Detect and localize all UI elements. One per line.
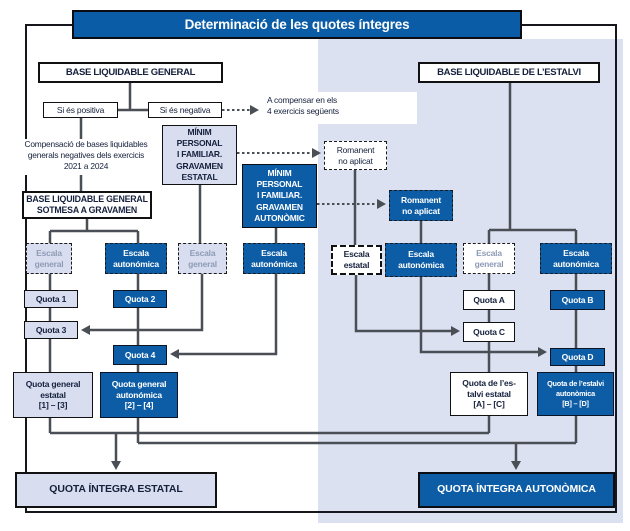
node-si-es-negativa: Si és negativa: [148, 102, 222, 118]
node-si-es-positiva: Si és positiva: [43, 102, 118, 118]
node-quota-b: Quota B: [550, 290, 605, 310]
node-escala-autonomica-1: Escala autonómica: [105, 243, 167, 274]
node-quota-1: Quota 1: [24, 290, 78, 308]
title-bar: Determinació de les quotes íntegres: [72, 10, 522, 39]
node-quota-2: Quota 2: [113, 290, 167, 308]
node-escala-autonomica-4: Escala autonómica: [540, 243, 612, 274]
node-escala-autonomica-3: Escala autonómica: [385, 243, 457, 277]
node-quota-4: Quota 4: [113, 345, 167, 365]
node-escala-general-1: Escala general: [26, 243, 72, 274]
node-escala-estatal: Escala estatal: [331, 245, 382, 275]
node-escala-general-3: Escala general: [463, 243, 515, 274]
node-minim-personal-autonomic: MÍNIM PERSONAL I FAMILIAR. GRAVAMEN AUTO…: [242, 164, 317, 228]
node-quota-integra-estatal: QUOTA ÍNTEGRA ESTATAL: [15, 472, 217, 508]
arrow-to-quotaC: [354, 275, 460, 336]
node-quota-a: Quota A: [463, 290, 515, 310]
node-minim-personal-estatal: MÍNIM PERSONAL I FAMILIAR. GRAVAMEN ESTA…: [162, 125, 237, 185]
line-ble-split: [487, 83, 578, 243]
line-collector-autonomica: [136, 416, 578, 445]
node-quota-c: Quota C: [463, 322, 515, 342]
node-escala-autonomica-2: Escala autonómica: [243, 243, 305, 274]
node-base-liquidable-estalvi: BASE LIQUIDABLE DE L’ESTALVI: [418, 62, 600, 83]
line-blg-split: [118, 83, 148, 112]
node-quota-3: Quota 3: [24, 321, 78, 339]
note-compensacio: Compensació de bases liquidables general…: [12, 139, 160, 175]
node-romanent-no-aplicat-autonomic: Romanent no aplicat: [389, 190, 453, 221]
arrow-to-quota4: [170, 274, 278, 359]
note-a-compensar: A compensar en els 4 exercicis següents: [262, 92, 417, 124]
diagram-title: Determinació de les quotes íntegres: [184, 17, 410, 32]
node-quota-integra-autonomica: QUOTA ÍNTEGRA AUTONÒMICA: [418, 472, 615, 508]
node-quota-estalvi-autonomica: Quota de l’estalvi autonòmica [B] – [D]: [537, 372, 614, 416]
node-quota-d: Quota D: [550, 348, 605, 366]
node-blg-sotmesa-gravamen: BASE LIQUIDABLE GENERAL SOTMESA A GRAVAM…: [22, 191, 152, 219]
arrow-to-quota3: [81, 274, 204, 335]
node-escala-general-2: Escala general: [178, 243, 227, 274]
node-base-liquidable-general: BASE LIQUIDABLE GENERAL: [38, 62, 223, 83]
arrow-to-quotaD: [419, 277, 547, 357]
line-sotmesa-split: [48, 219, 140, 243]
node-quota-estalvi-estatal: Quota de l’es- talvi estatal [A] – [C]: [450, 372, 528, 416]
node-quota-general-estatal: Quota general estatal [1] – [3]: [13, 372, 93, 418]
line-collector-estatal: [48, 416, 491, 435]
node-romanent-no-aplicat-estatal: Romanent no aplicat: [324, 141, 387, 170]
node-quota-general-autonomica: Quota general autonómica [2] – [4]: [100, 372, 178, 418]
